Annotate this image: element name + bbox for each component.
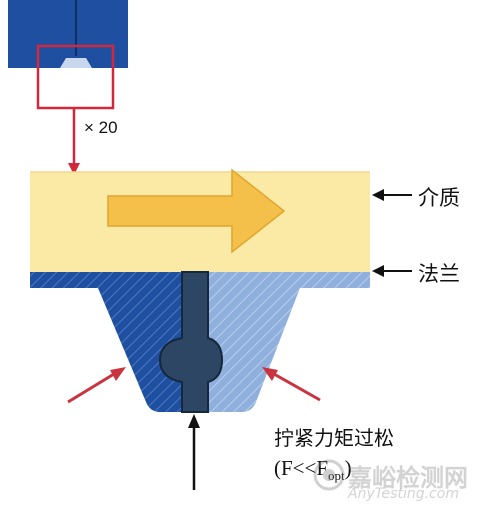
- flange-face-right: [208, 272, 370, 288]
- flange-face-left: [30, 272, 182, 288]
- medium-pointer-head: [372, 189, 384, 201]
- force-arrow-left: [67, 372, 115, 404]
- torque-pointer-head: [188, 414, 200, 428]
- force-arrow-right: [273, 372, 321, 402]
- force-arrow-left-head: [110, 367, 126, 381]
- flange-left-half: [98, 288, 182, 412]
- medium-label: 介质: [418, 186, 460, 210]
- thumbnail-gap: [60, 58, 92, 68]
- magnification-label: × 20: [84, 118, 118, 137]
- watermark-text: 嘉峪检测网: [348, 464, 468, 492]
- zoom-callout-box: [36, 44, 115, 110]
- flange-right-half: [208, 288, 300, 412]
- thumbnail-flange: [8, 0, 128, 68]
- formula-subscript: opt: [328, 468, 345, 484]
- flange-label: 法兰: [418, 262, 460, 286]
- zoom-arrowhead: [68, 163, 80, 175]
- force-formula: (F<<Fopt): [274, 456, 352, 484]
- watermark-logo-icon: [313, 459, 345, 491]
- gasket: [158, 271, 224, 413]
- force-arrow-right-head: [262, 367, 278, 381]
- watermark-url: AnyTesting.com: [348, 486, 459, 502]
- flow-direction-arrow: [107, 168, 286, 254]
- detail-thumbnail: [8, 0, 128, 175]
- flange-pointer-head: [372, 265, 384, 277]
- formula-main: (F<<F: [274, 456, 329, 480]
- formula-close: ): [344, 456, 352, 480]
- torque-label: 拧紧力矩过松: [274, 426, 394, 450]
